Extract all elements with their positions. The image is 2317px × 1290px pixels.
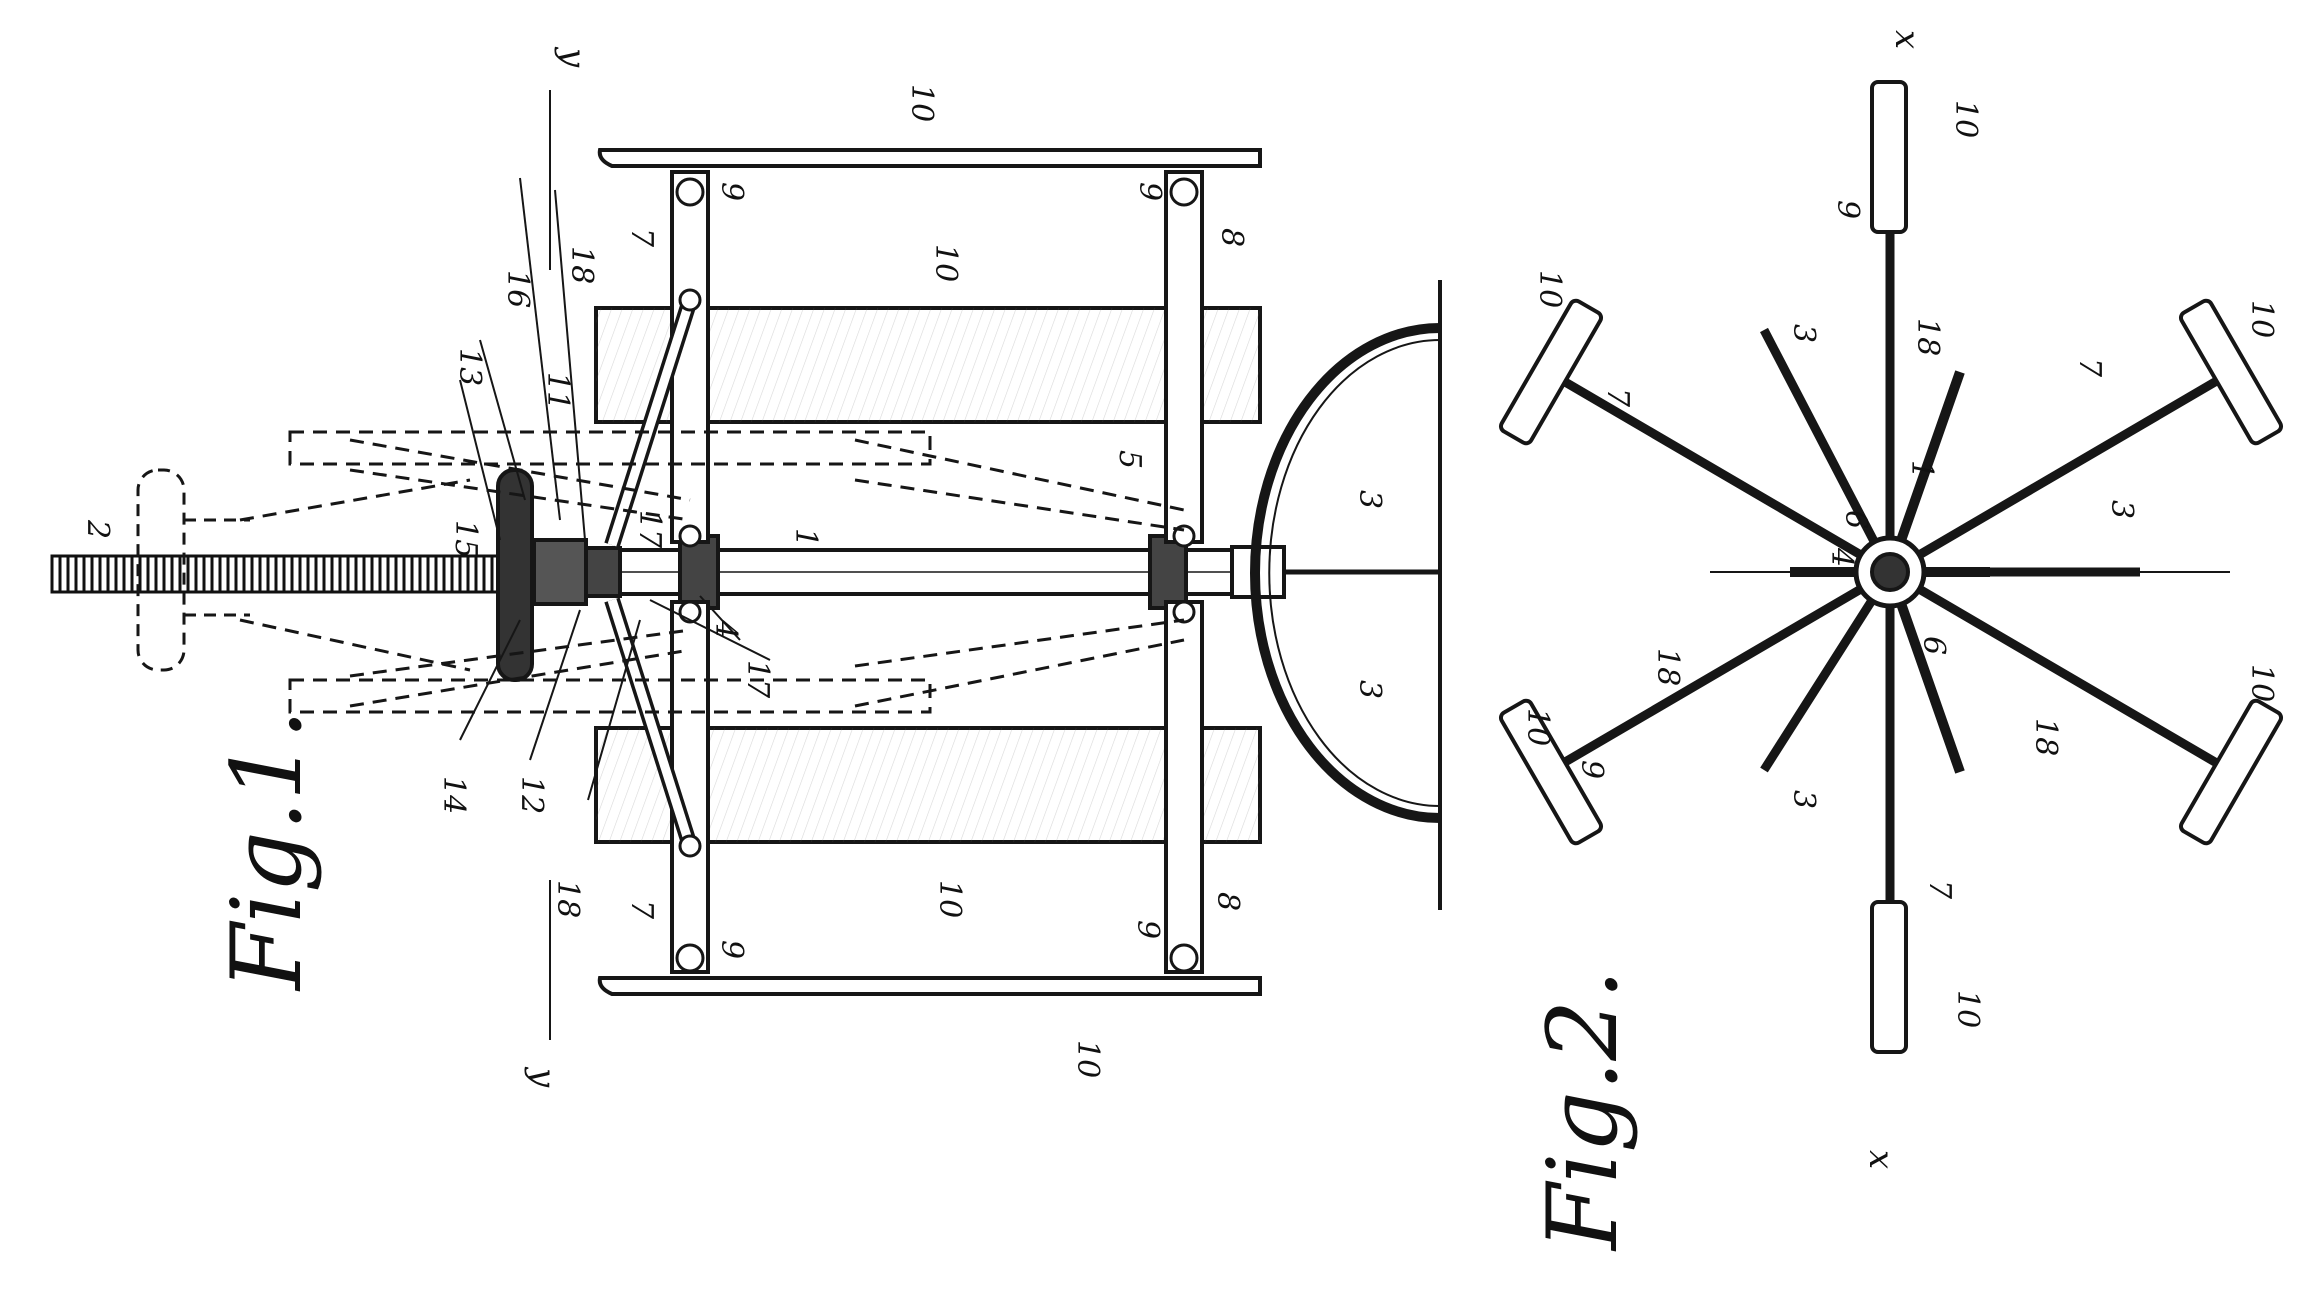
label-7-bottom: 7: [624, 900, 659, 920]
label-6-lower: 6: [1916, 636, 1951, 655]
arm-to-10-lower-right: [1887, 568, 2235, 776]
label-2: 2: [80, 519, 115, 539]
radial-arms: [1545, 150, 2235, 975]
label-10-d: 10: [1070, 1040, 1105, 1078]
label-10-c: 10: [932, 880, 967, 918]
label-3-upper: 3: [1352, 490, 1387, 509]
folded-position-dashed: [239, 430, 1185, 714]
pivot-pins: [675, 177, 1199, 973]
label-18-bottom: 18: [550, 880, 585, 918]
wheel-spoke-3-lower: [1760, 569, 1894, 773]
figure-1: [50, 90, 1442, 1040]
label-x-bottom: x: [1861, 1150, 1901, 1169]
label-15: 15: [448, 520, 483, 558]
label-17-upper: 17: [632, 510, 667, 549]
fig1-caption: Fig.1.: [211, 709, 323, 992]
label-10-lower-right: 10: [2244, 664, 2279, 702]
label-18-right: 18: [2028, 718, 2063, 756]
label-12: 12: [514, 776, 549, 814]
fig2-caption: Fig.2.: [1527, 969, 1639, 1252]
label-8-top: 8: [1214, 228, 1249, 247]
label-10-upper-left: 10: [1532, 270, 1567, 308]
label-7-right: 7: [2072, 358, 2107, 378]
crank-handle-dashed: [136, 468, 250, 672]
label-18-top: 18: [1910, 318, 1945, 356]
label-9-b: 9: [1132, 182, 1167, 201]
lower-collar: [1148, 534, 1188, 610]
hand-nut: [496, 468, 534, 682]
label-10-b: 10: [928, 244, 963, 282]
label-18-left: 18: [1650, 648, 1685, 686]
label-4: 4: [1824, 547, 1859, 567]
figure-1-labels: 2 13 15 16 11 18 14 12 18 17 17 4 1 5 7 …: [80, 46, 1387, 1088]
label-10-bottom: 10: [1950, 990, 1985, 1028]
label-y-top: y: [553, 46, 593, 68]
label-10-a: 10: [904, 84, 939, 122]
nut-collar: [532, 538, 588, 606]
arm-to-10-upper-right: [1887, 368, 2235, 576]
label-8-bottom: 8: [1210, 892, 1245, 911]
label-16: 16: [500, 270, 535, 308]
wheel-3: [1250, 323, 1441, 823]
arm-8-lower: [1164, 600, 1204, 974]
label-1: 1: [1904, 460, 1939, 479]
upper-collar: [678, 534, 720, 610]
board-10-top: [597, 148, 1262, 168]
label-18-top: 18: [564, 246, 599, 284]
board-ends: [1498, 80, 2284, 1054]
leader-lines: [459, 177, 771, 801]
label-7-left: 7: [1600, 388, 1635, 408]
label-3-lower: 3: [1786, 790, 1821, 809]
label-11: 11: [540, 372, 575, 410]
label-10-upper-right: 10: [2244, 300, 2279, 338]
hub-inner: [1870, 552, 1910, 592]
label-4: 4: [708, 619, 743, 639]
label-7-top: 7: [624, 228, 659, 248]
label-9-a: 9: [714, 182, 749, 201]
screw-shaft: [50, 554, 524, 594]
label-3-lower: 3: [1352, 680, 1387, 699]
label-13: 13: [452, 348, 487, 386]
label-9-c: 9: [714, 940, 749, 959]
label-9-lower-left: 9: [1574, 760, 1609, 779]
label-10-top: 10: [1948, 100, 1983, 138]
label-3-right: 3: [2104, 500, 2139, 519]
arm-to-10-lower-left: [1545, 568, 1893, 776]
label-10-lower-left: 10: [1520, 708, 1555, 746]
label-x-top: x: [1887, 30, 1927, 49]
label-14: 14: [436, 776, 471, 814]
label-3-upper: 3: [1786, 324, 1821, 343]
label-5: 5: [1112, 450, 1147, 469]
label-9-top: 9: [1830, 200, 1865, 219]
label-1: 1: [788, 528, 823, 547]
board-10-bottom: [597, 976, 1262, 996]
label-9-d: 9: [1130, 920, 1165, 939]
figure-2-labels: x x 10 10 10 10 10 10 9 9 18 18 18 7 7 7…: [1520, 30, 2279, 1252]
label-17-lower: 17: [740, 660, 775, 699]
label-y-bottom: y: [523, 1066, 563, 1088]
label-7-bottom: 7: [1922, 880, 1957, 900]
arm-to-10-upper-left: [1545, 368, 1893, 576]
arm-8-upper: [1164, 170, 1204, 544]
wheel-spoke-3-upper: [1760, 327, 1894, 575]
figure-2: [1498, 80, 2284, 1054]
label-6-upper: 6: [1838, 510, 1873, 529]
